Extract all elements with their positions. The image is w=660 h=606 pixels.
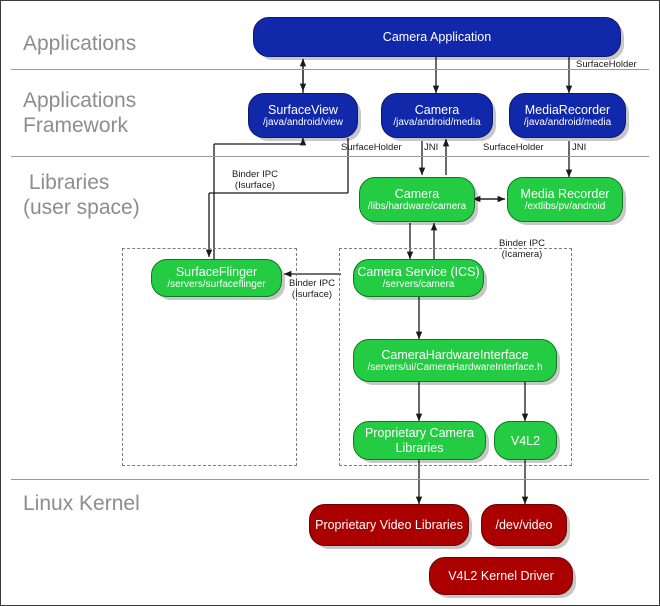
node-camera-hardware-interface[interactable]: CameraHardwareInterface /servers/ui/Came… (353, 339, 557, 382)
node-title: CameraHardwareInterface (381, 347, 529, 362)
node-title: SurfaceFlinger (175, 265, 258, 279)
node-subtitle: /java/android/media (523, 116, 612, 128)
node-camera-lib[interactable]: Camera /libs/hardware/camera (359, 177, 475, 222)
node-camera-service[interactable]: Camera Service (ICS) /servers/camera (353, 259, 484, 297)
node-media-recorder-lib[interactable]: Media Recorder /extlibs/pv/android (507, 177, 623, 222)
node-subtitle: /servers/camera (382, 279, 455, 290)
divider-libraries (11, 479, 649, 480)
group-surfaceflinger (122, 248, 297, 466)
annotation-jni-recorder: JNI (572, 142, 587, 153)
node-camera-java[interactable]: Camera /java/android/media (381, 93, 493, 138)
divider-applications-framework (11, 156, 649, 157)
node-title: SurfaceView (268, 102, 338, 117)
node-title: V4L2 Kernel Driver (448, 569, 554, 583)
node-title: MediaRecorder (524, 102, 611, 117)
annotation-surfaceholder-app: SurfaceHolder (576, 59, 637, 70)
annotation-surfaceholder-camera: SurfaceHolder (341, 142, 402, 153)
node-title: Proprietary Camera Libraries (364, 425, 475, 455)
node-dev-video[interactable]: /dev/video (481, 504, 567, 546)
divider-applications (11, 69, 649, 70)
node-mediarecorder-java[interactable]: MediaRecorder /java/android/media (509, 93, 626, 138)
node-subtitle: /libs/hardware/camera (367, 200, 467, 212)
layer-label-libraries: Libraries (user space) (23, 171, 140, 219)
layer-label-applications: Applications (23, 32, 137, 55)
node-title: Camera Service (ICS) (357, 265, 480, 279)
node-title: V4L2 (510, 433, 541, 448)
node-title: /dev/video (495, 518, 553, 532)
annotation-jni-camera: JNI (424, 142, 439, 153)
node-title: Proprietary Video Libraries (315, 517, 463, 532)
node-surfaceview[interactable]: SurfaceView /java/android/view (248, 93, 358, 138)
node-subtitle: /servers/ui/CameraHardwareInterface.h (367, 361, 543, 373)
node-v4l2-kernel-driver[interactable]: V4L2 Kernel Driver (429, 557, 573, 595)
group-camera-stack (339, 248, 572, 466)
node-camera-application[interactable]: Camera Application (253, 17, 621, 57)
layer-label-applications-framework: Applications Framework (23, 89, 137, 137)
annotation-surfaceholder-recorder: SurfaceHolder (483, 142, 544, 153)
annotation-binder-ipc-isurface-mid: Binder IPC (Isurface) (289, 278, 335, 300)
annotation-binder-ipc-isurface-top: Binder IPC (Isurface) (232, 169, 278, 191)
node-subtitle: /extlibs/pv/android (524, 200, 606, 212)
node-subtitle: /java/android/media (393, 116, 481, 128)
node-proprietary-video-libraries[interactable]: Proprietary Video Libraries (309, 504, 469, 546)
node-proprietary-camera-libraries[interactable]: Proprietary Camera Libraries (353, 421, 486, 460)
layer-label-linux-kernel: Linux Kernel (23, 492, 140, 515)
node-surfaceflinger[interactable]: SurfaceFlinger /servers/surfaceflinger (151, 259, 282, 297)
node-subtitle: /servers/surfaceflinger (167, 279, 266, 290)
node-title: Media Recorder (520, 186, 610, 201)
node-title: Camera (394, 186, 440, 201)
node-title: Camera (414, 102, 460, 117)
node-subtitle: /java/android/view (262, 116, 344, 128)
annotation-binder-ipc-icamera: Binder IPC (Icamera) (499, 238, 545, 260)
node-title: Camera Application (382, 30, 492, 44)
node-v4l2[interactable]: V4L2 (494, 421, 557, 460)
